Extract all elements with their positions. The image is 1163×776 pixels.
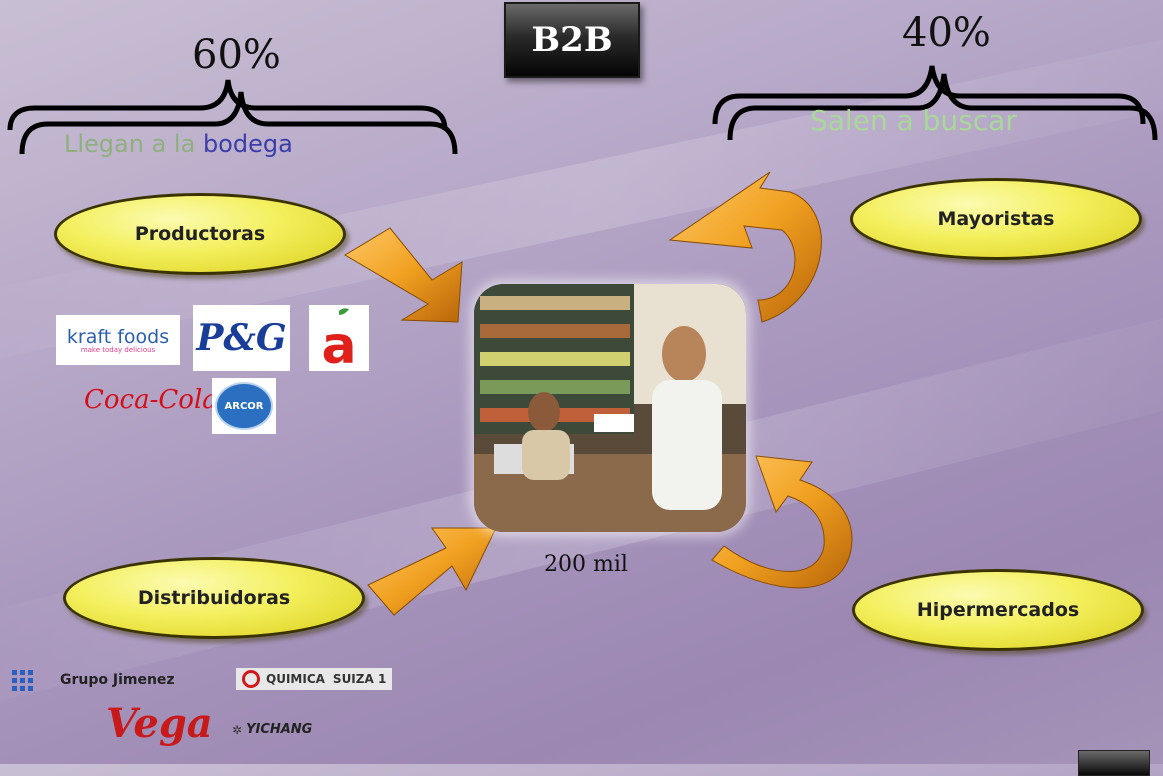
- right-brace-label: Salen a buscar: [810, 104, 1017, 137]
- alicorp-letter: a: [321, 316, 356, 371]
- kraft-logo-text: kraft foods: [66, 326, 170, 348]
- arrow-mayoristas: [668, 171, 822, 323]
- arrow-hipermercados: [711, 455, 853, 589]
- vega-logo: Vega: [106, 700, 213, 747]
- node-hipermercados: Hipermercados: [852, 569, 1144, 651]
- left-percent: 60%: [192, 32, 281, 78]
- b2b-badge: B2B: [504, 2, 640, 78]
- shop-scene-image: [474, 284, 746, 532]
- grupo-jimenez-logo: Grupo Jimenez: [60, 672, 175, 688]
- suiza-text: SUIZA 1: [332, 672, 387, 686]
- node-mayoristas: Mayoristas: [850, 178, 1142, 260]
- left-brace-label: Llegan a la bodega: [64, 130, 293, 158]
- bodega-photo: [474, 284, 746, 532]
- yichang-logo: ✲ YICHANG: [232, 722, 312, 737]
- cocacola-logo: Coca-Cola: [84, 385, 218, 415]
- arrow-productoras: [344, 227, 463, 323]
- left-label-part1: Llegan a la: [64, 130, 196, 158]
- node-distribuidoras: Distribuidoras: [63, 557, 365, 639]
- right-brace: [712, 65, 1158, 141]
- kraft-foods-logo: kraft foods make today delicious: [56, 315, 180, 365]
- quimica-suiza-logo: QUIMICA SUIZA 1: [236, 668, 393, 690]
- left-brace: [7, 79, 458, 155]
- arcor-badge: ARCOR: [215, 382, 273, 430]
- arcor-logo-text: ARCOR: [224, 400, 264, 412]
- next-slide-button[interactable]: [1078, 750, 1150, 776]
- yichang-text: YICHANG: [246, 722, 313, 737]
- pg-logo: P&G: [193, 305, 290, 371]
- node-productoras: Productoras: [54, 193, 346, 275]
- kraft-logo-tagline: make today delicious: [80, 346, 156, 354]
- center-caption: 200 mil: [544, 552, 628, 577]
- arcor-logo: ARCOR: [212, 378, 276, 434]
- arrow-distribuidoras: [367, 527, 497, 616]
- quimica-icon: [242, 670, 260, 688]
- left-label-part2: bodega: [202, 130, 293, 158]
- right-percent: 40%: [902, 10, 991, 56]
- quimica-text: QUIMICA: [266, 672, 325, 686]
- yichang-icon: ✲: [232, 722, 243, 737]
- grupo-jimenez-icon: [10, 668, 36, 694]
- alicorp-logo: a: [309, 305, 369, 371]
